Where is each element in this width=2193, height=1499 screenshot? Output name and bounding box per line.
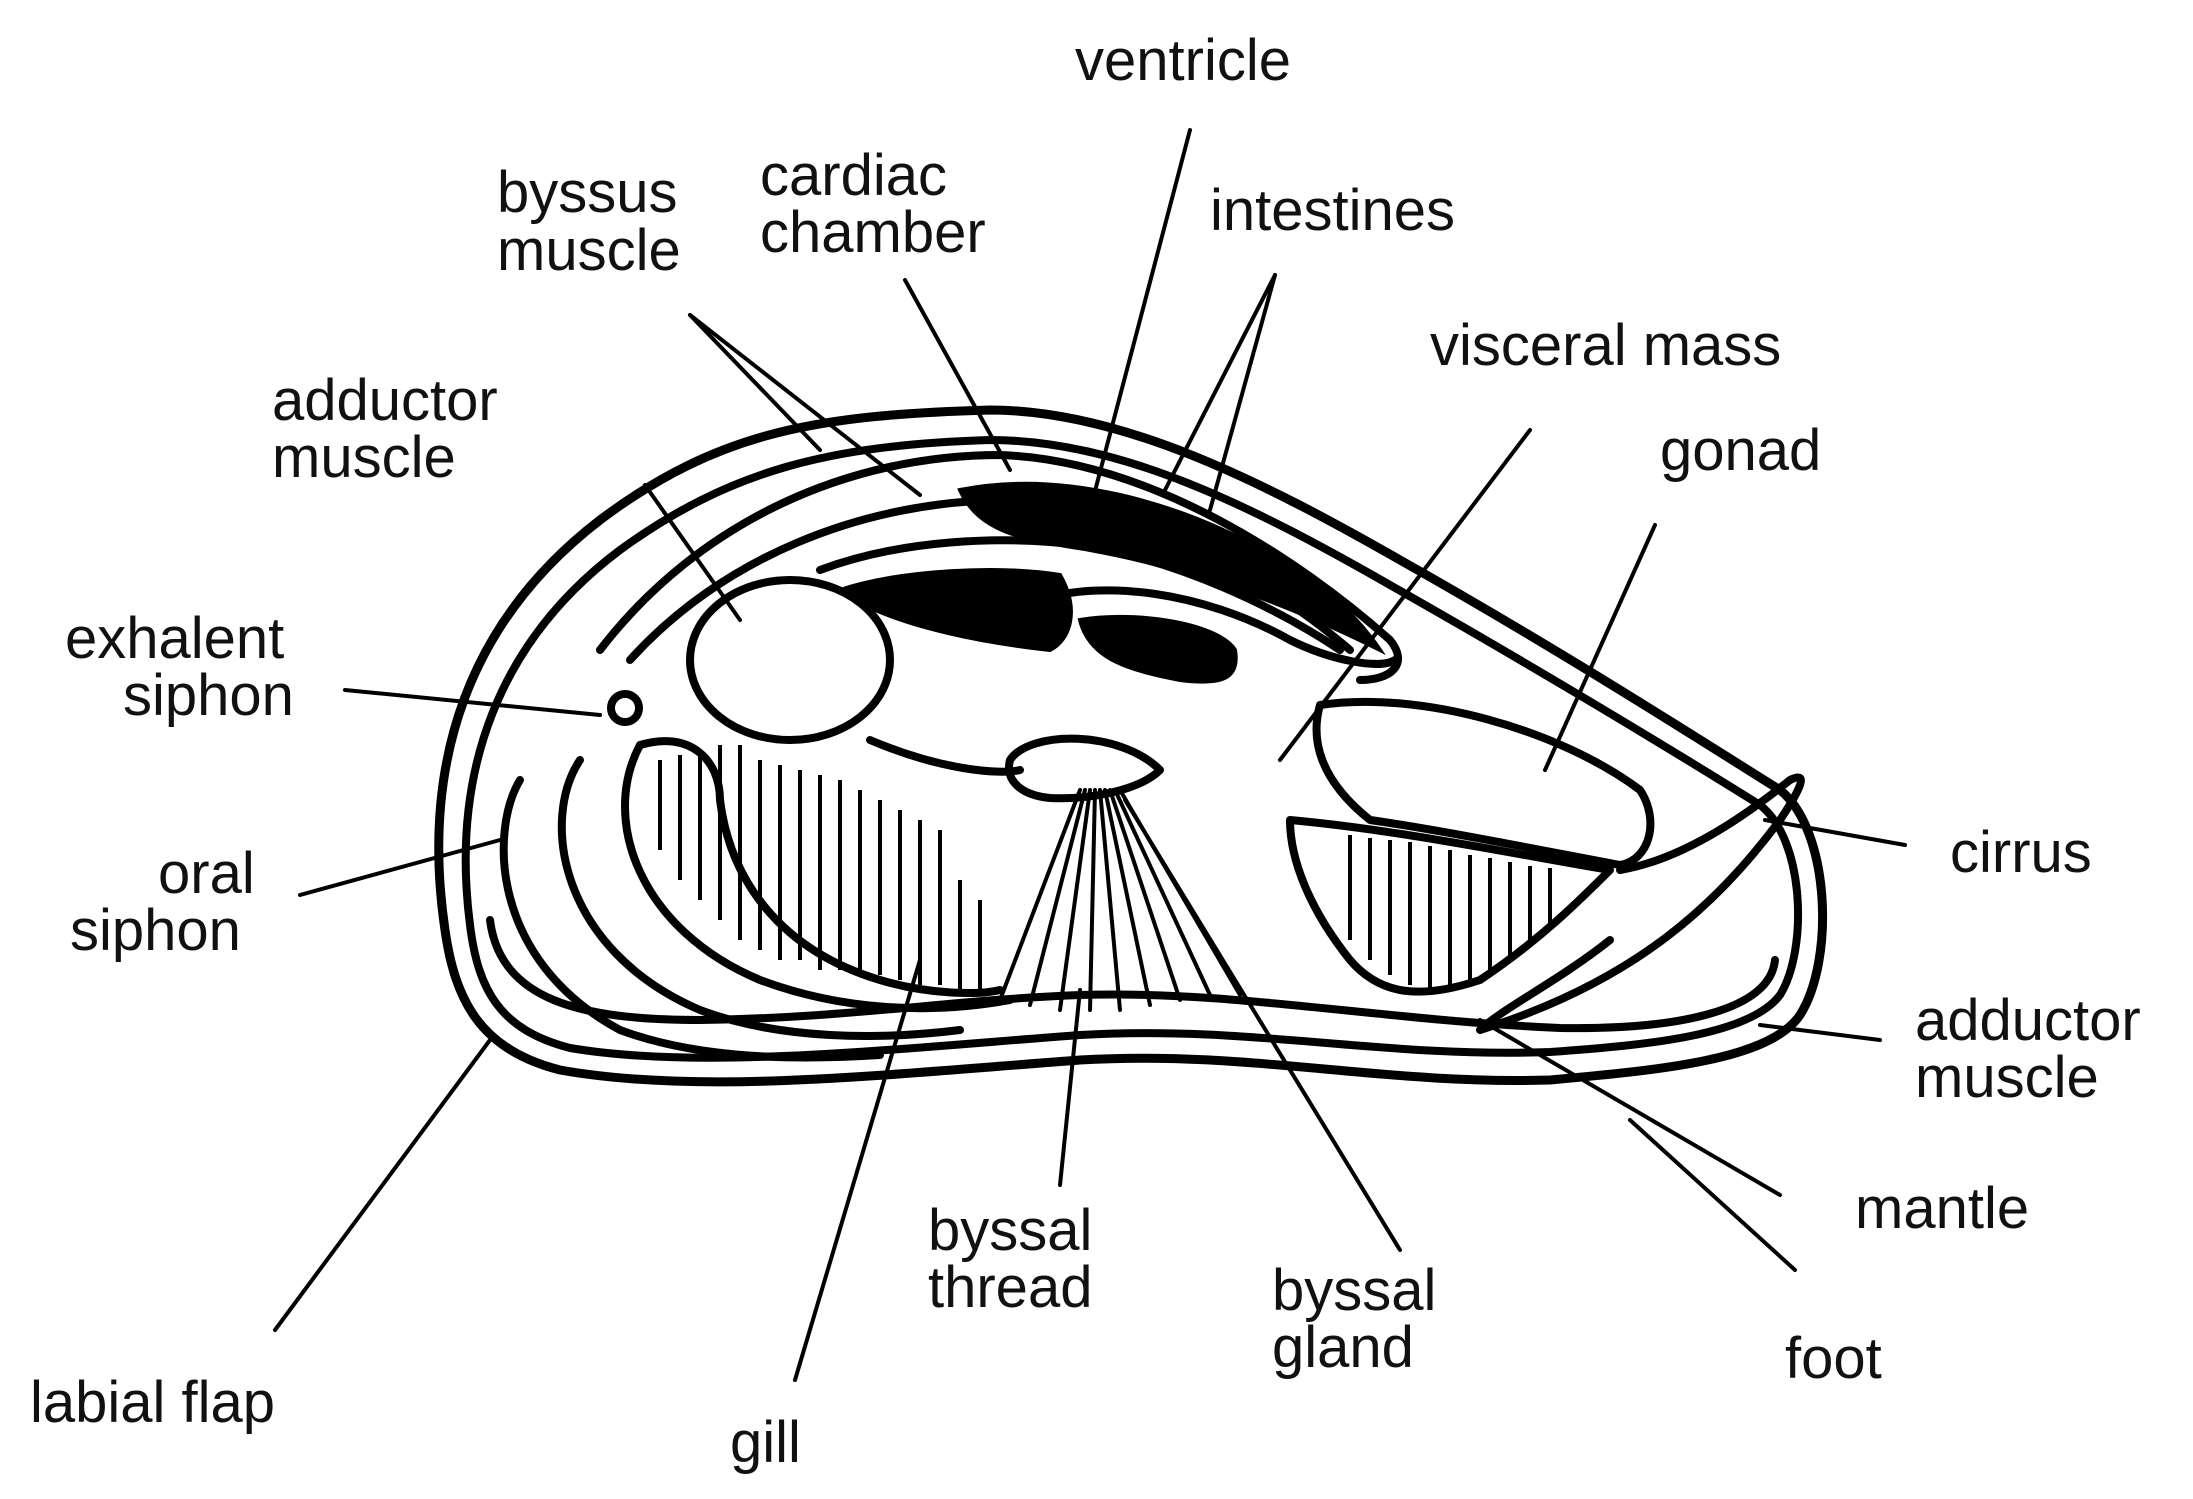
- leader-foot: [1628, 1118, 1797, 1272]
- leader-byssus-muscle-b: [688, 313, 922, 497]
- leader-labial-flap: [273, 1038, 492, 1332]
- gill-filaments-left: [658, 745, 982, 990]
- visceral-region: [866, 697, 1805, 1034]
- leader-exhalent-siphon: [343, 688, 602, 717]
- intestine-shape: [1077, 614, 1238, 684]
- inner-shell-line: [461, 436, 1803, 1062]
- label-intestines: intestines: [1210, 178, 1455, 243]
- byssus-gland-shape: [1005, 734, 1164, 803]
- visceral-mass-outline: [1312, 697, 1655, 869]
- label-foot: foot: [1785, 1326, 1882, 1391]
- label-adductor-muscle-right-1: adductor: [1915, 988, 2141, 1053]
- leader-byssus-muscle-a: [688, 313, 822, 452]
- leader-intestines-a: [1163, 273, 1277, 492]
- leader-oral-siphon: [298, 838, 502, 897]
- adductor-muscle-left-shape: [686, 576, 894, 744]
- label-cirrus: cirrus: [1950, 820, 2092, 885]
- label-byssus-muscle-1: byssus: [497, 160, 678, 225]
- gill-divider: [866, 736, 1024, 776]
- label-mantle: mantle: [1855, 1176, 2029, 1241]
- label-gill: gill: [730, 1410, 801, 1475]
- cardiac-chamber-shape: [835, 568, 1073, 653]
- leader-gill: [793, 958, 922, 1382]
- labels: ventricle intestines cardiac chamber bys…: [30, 28, 2141, 1475]
- label-exhalent-siphon-1: exhalent: [65, 606, 284, 671]
- gill-right: [1286, 816, 1614, 996]
- gill-filaments-right: [1348, 835, 1552, 990]
- intestine-loop: [1036, 586, 1399, 668]
- leader-lines: [273, 128, 1907, 1382]
- label-oral-siphon-1: oral: [158, 841, 255, 906]
- label-cardiac-chamber-2: chamber: [760, 200, 986, 265]
- label-adductor-muscle-left-1: adductor: [272, 368, 498, 433]
- label-byssal-gland-1: byssal: [1272, 1258, 1436, 1323]
- leader-adductor-left: [643, 483, 742, 622]
- leader-ventricle: [1088, 128, 1192, 512]
- leader-cardiac-chamber: [903, 278, 1012, 472]
- foot-shape: [1476, 773, 1805, 1034]
- leader-gonad: [1543, 523, 1657, 772]
- label-adductor-muscle-left-2: muscle: [272, 425, 456, 490]
- label-exhalent-siphon-2: siphon: [123, 663, 294, 728]
- label-labial-flap: labial flap: [30, 1370, 275, 1435]
- label-ventricle: ventricle: [1075, 28, 1291, 93]
- leader-byssal-thread: [1058, 988, 1082, 1187]
- label-adductor-muscle-right-2: muscle: [1915, 1045, 2099, 1110]
- exhalent-siphon-opening: [607, 690, 643, 726]
- leader-mantle: [1478, 1018, 1782, 1197]
- leader-visceral-mass: [1278, 428, 1532, 762]
- leader-byssal-gland: [1123, 798, 1402, 1252]
- dorsal-organs: [596, 451, 1402, 684]
- label-visceral-mass: visceral mass: [1430, 313, 1781, 378]
- label-byssal-thread-2: thread: [928, 1255, 1092, 1320]
- label-oral-siphon-2: siphon: [70, 898, 241, 963]
- label-byssal-gland-2: gland: [1272, 1315, 1414, 1380]
- label-byssal-thread-1: byssal: [928, 1198, 1092, 1263]
- byssal-threads: [998, 788, 1242, 1012]
- leader-adductor-right: [1758, 1023, 1882, 1042]
- label-byssus-muscle-2: muscle: [497, 218, 681, 283]
- ventricle-shape: [957, 481, 1386, 656]
- label-cardiac-chamber-1: cardiac: [760, 143, 947, 208]
- gill-left: [499, 737, 1014, 1062]
- leader-intestines-b: [1208, 273, 1277, 512]
- leader-cirrus: [1763, 818, 1907, 847]
- label-gonad: gonad: [1660, 418, 1821, 483]
